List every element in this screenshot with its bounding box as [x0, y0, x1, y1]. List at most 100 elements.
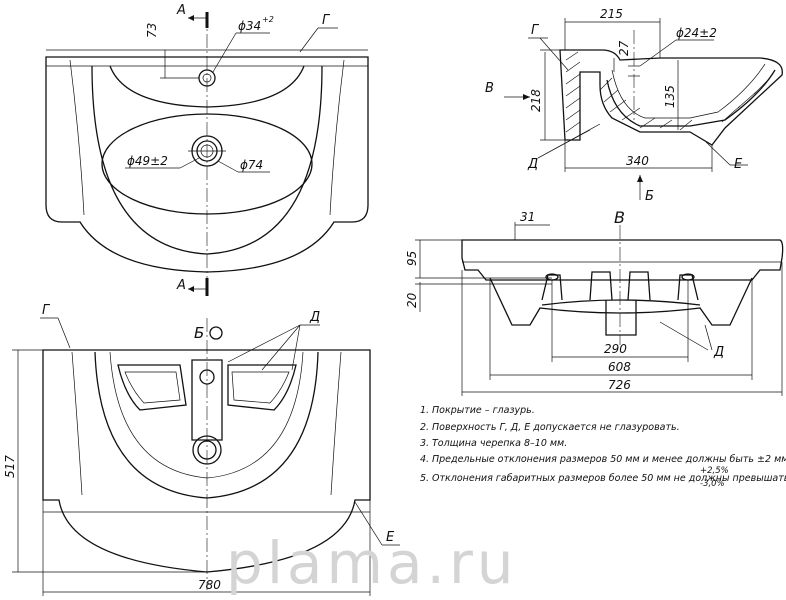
- note-5-tol-plus: +2,5%: [700, 466, 729, 476]
- dim-517-text: 517: [3, 455, 17, 478]
- section-a-top-label: A: [176, 3, 186, 18]
- bottom-view-rib-left-inner: [124, 371, 181, 404]
- section-d-label: Д: [527, 157, 538, 172]
- watermark: plama.ru: [226, 529, 518, 597]
- bottom-view-bowl-inner: [109, 351, 304, 479]
- side-view-d-leader-1: [659, 321, 709, 351]
- side-view-d-leader-2: [704, 324, 713, 351]
- dim-218-text: 218: [529, 89, 543, 112]
- dim-215-text: 215: [600, 7, 623, 21]
- bottom-view-e-leader: [354, 501, 383, 546]
- view-v-label: В: [485, 81, 494, 96]
- top-view-right-wall: [329, 59, 345, 216]
- bottom-view-title: Б: [194, 324, 204, 342]
- section-outline: [559, 49, 783, 146]
- section-d-leader-2: [537, 123, 601, 159]
- note-4-text: Предельные отклонения размеров 50 мм и м…: [432, 454, 786, 465]
- dim-340-text: 340: [626, 154, 649, 168]
- bottom-view-tap-hole: [199, 369, 215, 385]
- side-view-title: В: [614, 208, 625, 227]
- top-view-basin: [101, 113, 313, 215]
- dim-31-text: 31: [520, 210, 535, 224]
- bottom-view-g-label: Г: [42, 303, 51, 318]
- bottom-view-rib-right: [227, 364, 297, 411]
- note-5-tol-minus: -3,0%: [700, 479, 725, 489]
- note-2-text: Поверхность Г, Д, Е допускается не глазу…: [432, 422, 680, 433]
- dim-hole-34-text: ϕ34: [238, 19, 261, 33]
- top-view-tap-hole-inner: [202, 73, 212, 83]
- side-view-bowl-bottom: [541, 299, 701, 306]
- section-a-bottom-arrowhead: [188, 286, 194, 292]
- bottom-view-rib-left: [117, 364, 187, 411]
- view-b-arrowhead: [637, 175, 643, 182]
- bottom-view-title-mark: [209, 326, 223, 340]
- section-g-leader: [539, 37, 569, 71]
- bottom-view-bowl: [94, 351, 319, 499]
- note-1-text: Покрытие – глазурь.: [432, 405, 535, 416]
- dim-73-text: 73: [145, 23, 159, 38]
- bottom-view-d-leader-2: [291, 324, 301, 371]
- bottom-view-rib-right-inner: [231, 371, 290, 404]
- section-e-label: Е: [734, 157, 743, 172]
- section-inner-curve: [611, 63, 766, 119]
- bottom-view-e-label: Е: [386, 530, 395, 545]
- bottom-view-d-label: Д: [309, 310, 320, 325]
- bottom-view-left-wall: [71, 351, 83, 496]
- bottom-view-outline: [42, 349, 371, 573]
- side-view-lug-2: [589, 271, 613, 301]
- top-view: A A 73 ϕ34 +2 ϕ49±2 ϕ74 Г: [45, 3, 369, 296]
- bottom-view: Б 517 780 Г Д Е: [3, 303, 400, 596]
- dim-hole-34-tolerance: +2: [262, 15, 274, 24]
- dim-290-text: 290: [604, 342, 627, 356]
- side-view: 31 95 20 290 608 726 В Д: [405, 208, 784, 396]
- dim-20-text: 20: [405, 292, 419, 308]
- section-view: 215 27 ϕ24±2 218 135 340 В Б Г Д: [485, 7, 783, 204]
- dim-726-text: 726: [608, 378, 631, 392]
- top-view-bowl-outline: [91, 65, 323, 255]
- note-4-num: 4.: [420, 454, 429, 465]
- dim-608-text: 608: [608, 360, 631, 374]
- bottom-view-drain-outer: [192, 435, 222, 465]
- note-2-num: 2.: [420, 422, 429, 433]
- note-5-text: Отклонения габаритных размеров более 50 …: [432, 473, 786, 484]
- dim-780-text: 780: [198, 578, 221, 592]
- dim-24-text: ϕ24±2: [676, 26, 717, 40]
- section-a-bottom-label: A: [176, 278, 186, 293]
- notes: 1. Покрытие – глазурь. 2. Поверхность Г,…: [420, 405, 786, 489]
- bottom-view-drain-inner: [197, 440, 217, 460]
- top-view-tap-deck: [109, 65, 305, 108]
- note-3-text: Толщина черепка 8–10 мм.: [432, 438, 567, 449]
- view-b-label: Б: [645, 189, 654, 204]
- section-e-leader: [705, 141, 731, 166]
- bottom-view-right-wall: [330, 351, 342, 496]
- section-bowl-curve: [606, 69, 776, 127]
- side-view-d-label: Д: [713, 345, 724, 360]
- dim-drain-74-leader: [217, 160, 239, 173]
- bottom-view-d-leader-1: [261, 324, 301, 371]
- side-view-lug-1: [541, 274, 563, 301]
- section-g-label: Г: [531, 23, 540, 38]
- section-hatch: [565, 51, 771, 133]
- note-5-num: 5.: [420, 473, 429, 484]
- dim-95-text: 95: [405, 251, 419, 266]
- side-view-lug-4: [677, 274, 699, 301]
- dim-drain-74-text: ϕ74: [240, 158, 263, 172]
- dim-24-leader: [639, 39, 677, 67]
- side-view-rim: [461, 239, 784, 281]
- dim-drain-49-text: ϕ49±2: [127, 154, 168, 168]
- dim-27-text: 27: [617, 40, 631, 56]
- top-view-left-wall: [69, 59, 85, 216]
- side-view-body: [489, 277, 753, 326]
- top-view-g-label: Г: [322, 13, 331, 28]
- section-a-top-arrowhead: [188, 15, 194, 21]
- side-view-drain: [605, 300, 637, 336]
- view-v-arrowhead: [523, 94, 530, 100]
- note-1-num: 1.: [420, 405, 429, 416]
- side-view-lug-3: [627, 271, 651, 301]
- top-view-g-leader: [299, 27, 319, 53]
- bottom-view-d-leader-3: [227, 324, 301, 363]
- top-view-outline: [45, 56, 369, 273]
- dim-drain-49-leader: [179, 157, 200, 169]
- dim-135-text: 135: [663, 85, 677, 108]
